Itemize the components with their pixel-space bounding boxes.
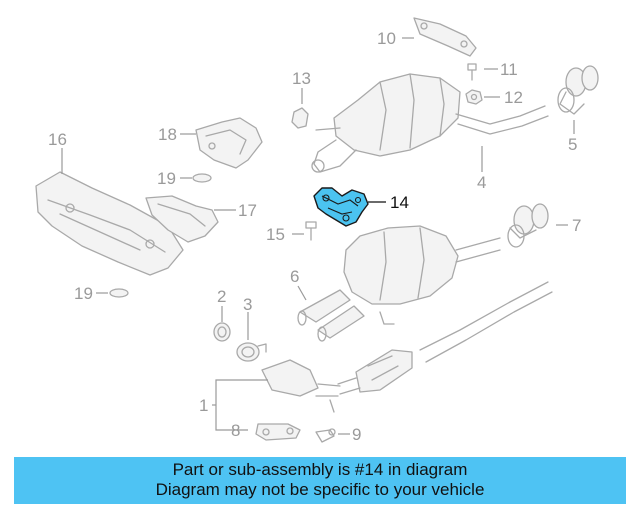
callout-4: 4 — [477, 173, 486, 192]
clip-19-lower — [109, 288, 129, 298]
gasket-8 — [255, 423, 301, 441]
callout-13: 13 — [292, 69, 311, 88]
callout-19-upper: 19 — [157, 169, 176, 188]
banner-line-part: Part or sub-assembly is #14 in diagram — [172, 460, 468, 479]
clamp-7 — [507, 203, 549, 248]
rear-muffler-4 — [311, 73, 549, 173]
front-pipe-1 — [261, 281, 553, 413]
nut-12 — [465, 89, 483, 105]
tailpipe-tip-5 — [557, 65, 599, 115]
callout-17: 17 — [238, 201, 257, 220]
callout-11: 11 — [500, 60, 518, 79]
gasket-2 — [213, 322, 231, 342]
clamp-3 — [236, 342, 267, 362]
heat-shield-16 — [35, 171, 184, 276]
bolt-15 — [305, 221, 317, 241]
callout-14: 14 — [390, 193, 409, 212]
callout-5: 5 — [568, 135, 577, 154]
callout-2: 2 — [217, 287, 226, 306]
callout-15: 15 — [266, 225, 285, 244]
rubber-mount-13 — [291, 107, 309, 129]
callout-19-lower: 19 — [74, 284, 93, 303]
bracket-10 — [413, 17, 477, 57]
callout-3: 3 — [243, 295, 252, 314]
callout-6: 6 — [290, 267, 299, 286]
clip-19-upper — [192, 173, 212, 183]
callout-18: 18 — [158, 125, 177, 144]
callout-7: 7 — [572, 216, 581, 235]
bolt-11 — [467, 63, 477, 81]
highlighted-bracket-14 — [313, 187, 369, 227]
info-banner: Part or sub-assembly is #14 in diagram D… — [14, 457, 626, 504]
bracket-18 — [195, 117, 263, 169]
center-muffler-6 — [297, 225, 501, 342]
callout-1: 1 — [199, 396, 208, 415]
leader-lines — [61, 37, 575, 435]
callout-8: 8 — [231, 421, 240, 440]
callout-9: 9 — [352, 425, 361, 444]
callout-10: 10 — [377, 29, 396, 48]
callout-12: 12 — [504, 88, 523, 107]
callout-16: 16 — [48, 130, 67, 149]
sensor-9 — [315, 428, 336, 443]
banner-line-disclaimer: Diagram may not be specific to your vehi… — [155, 480, 485, 499]
callouts: 10 11 12 13 5 4 18 16 19 17 19 7 6 15 14… — [48, 29, 581, 444]
heat-shield-17 — [145, 195, 219, 243]
